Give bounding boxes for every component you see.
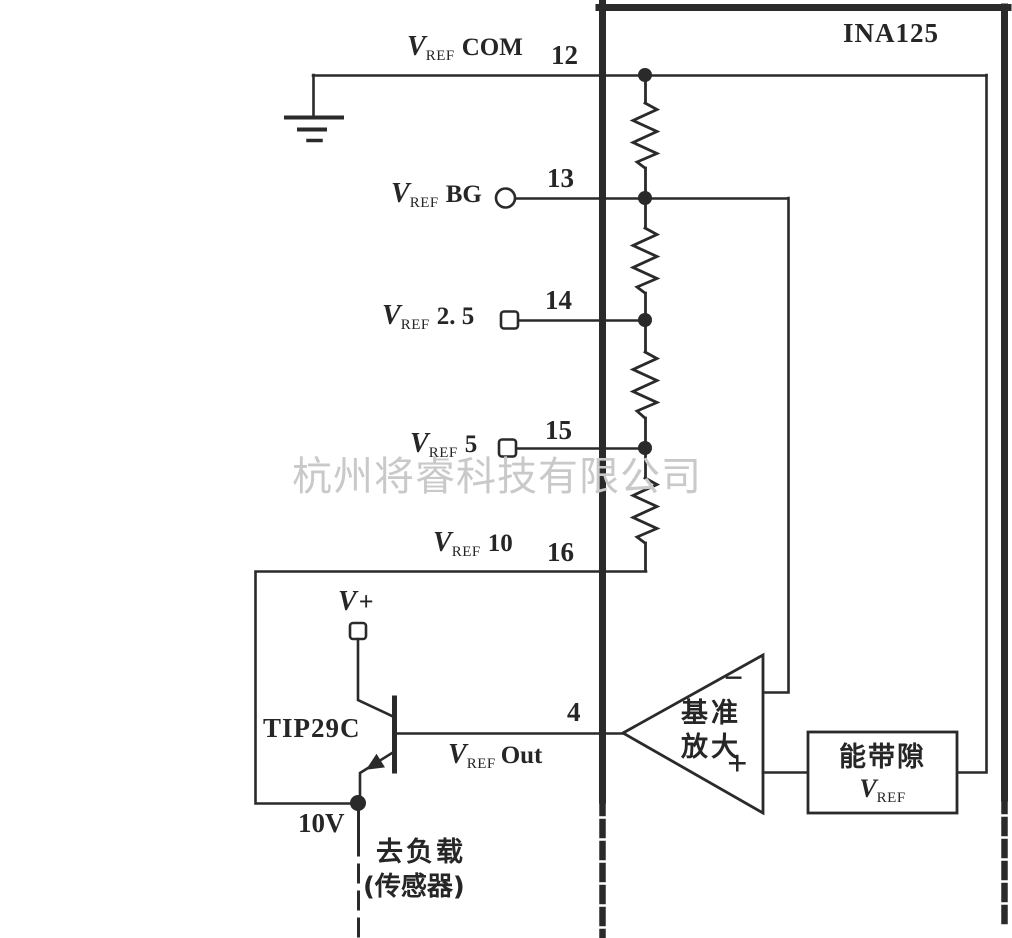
emitter-arrow-icon — [365, 753, 385, 770]
emitter-voltage-label: 10V — [298, 808, 345, 838]
pin16-number: 16 — [547, 537, 574, 567]
pin16-wire — [254, 570, 648, 805]
transistor-tip29c — [348, 621, 397, 805]
pin13-label-v: V — [391, 178, 410, 209]
resistor-r4 — [629, 476, 661, 545]
bandgap-label-sub: REF — [876, 790, 906, 806]
ground-icon — [284, 115, 344, 143]
pin14-number: 14 — [545, 285, 572, 315]
pin14-terminal — [499, 310, 520, 330]
pin14-label-sub: REF — [400, 317, 430, 333]
pin15-label: VREF 5 — [410, 428, 478, 461]
bandgap-box — [806, 730, 959, 815]
watermark-text: 杭州将睿科技有限公司 — [292, 454, 702, 500]
pin12-label-suffix: COM — [461, 34, 523, 61]
transistor-part-label: TIP29C — [263, 713, 361, 743]
pin12-label-sub: REF — [425, 48, 455, 64]
bandgap-label-v: V — [859, 774, 877, 803]
collector-wire — [356, 637, 394, 718]
load-label-line2: (传感器) — [363, 872, 465, 902]
pin4-label-v: V — [448, 739, 467, 770]
pin16-label-sub: REF — [451, 544, 481, 560]
pin12-label: VREF COM — [407, 31, 523, 64]
pin4-label-suffix: Out — [500, 742, 543, 769]
load-label-line1: 去负载 — [376, 837, 466, 868]
ic-name-label: INA125 — [843, 18, 940, 48]
pin4-number: 4 — [567, 697, 581, 727]
resistor-r3 — [629, 350, 661, 420]
pin13-label-suffix: BG — [445, 181, 482, 208]
pin16-label-suffix: 10 — [487, 530, 513, 557]
ref-amp-label-line1: 基准 — [681, 698, 741, 729]
pin13-label-sub: REF — [409, 195, 439, 211]
supply-label: V+ — [338, 586, 374, 618]
bandgap-label-vref: VREF — [808, 774, 957, 806]
pin15-label-suffix: 5 — [464, 431, 478, 458]
pin16-label-v: V — [433, 527, 452, 558]
pin12-wire — [311, 73, 988, 119]
vplus-terminal — [348, 621, 368, 641]
pin15-number: 15 — [545, 415, 572, 445]
resistor-r2 — [629, 226, 661, 295]
emitter-wire — [358, 751, 394, 805]
pin14-label-v: V — [382, 300, 401, 331]
supply-label-plus: + — [358, 587, 374, 616]
pin14-label-suffix: 2. 5 — [436, 303, 475, 330]
pin14-label: VREF 2. 5 — [382, 300, 475, 333]
ic-border — [595, 0, 1012, 938]
bandgap-label-line1: 能带隙 — [839, 742, 926, 773]
resistor-r1 — [629, 101, 661, 170]
minus-input-sign: − — [724, 660, 744, 697]
pin12-label-v: V — [407, 31, 426, 62]
junction-dots — [350, 68, 652, 811]
pin15-label-sub: REF — [428, 445, 458, 461]
pin4-label-sub: REF — [466, 756, 496, 772]
pin13-terminal — [494, 187, 517, 209]
pin15-label-v: V — [410, 428, 429, 459]
supply-label-v: V — [338, 586, 357, 617]
pin15-terminal — [497, 438, 518, 458]
pin12-number: 12 — [551, 40, 578, 70]
ref-amp-label-line2: 放大 — [681, 732, 741, 763]
pin13-number: 13 — [547, 163, 574, 193]
ref-amp-triangle — [620, 652, 765, 816]
pin16-label: VREF 10 — [433, 527, 513, 560]
com-to-bandgap-wire — [955, 73, 988, 774]
pin13-label: VREF BG — [391, 178, 482, 211]
plus-input-sign: + — [727, 743, 748, 783]
